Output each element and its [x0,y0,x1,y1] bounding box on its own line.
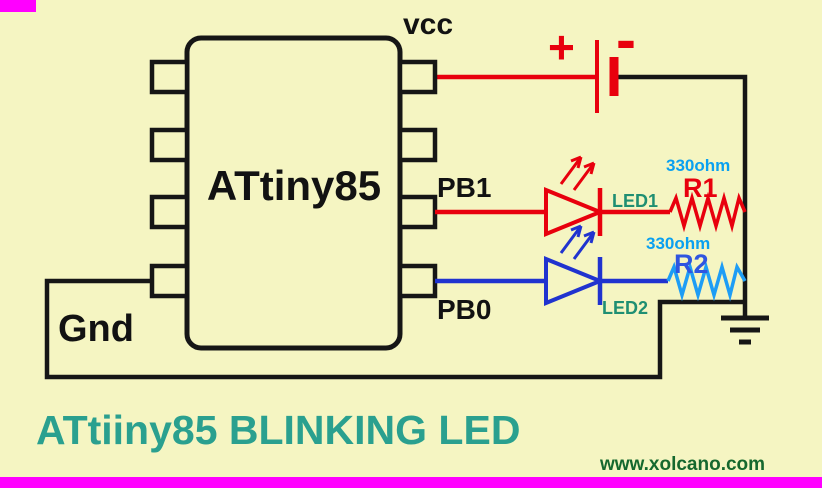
diagram-title: ATtiiny85 BLINKING LED [36,407,520,453]
battery-minus-label: - [616,6,636,73]
chip-pins [149,59,438,299]
website-label: www.xolcano.com [599,454,765,475]
pin-right-3-pb1 [397,194,438,230]
pin-right-4-pb0 [397,263,438,299]
led1-emission-arrow-2 [572,161,596,191]
led1-emission-arrow-1 [559,155,583,185]
battery-plus-label: + [548,21,575,73]
r1-value-label: 330ohm [666,156,730,175]
r2-resistor-zigzag [666,260,747,302]
led2-label: LED2 [602,298,648,318]
led1-branch [435,155,747,237]
led1-triangle [544,187,606,237]
led2-branch [435,224,747,306]
led2-symbol [544,224,606,306]
battery-symbol [595,40,619,113]
top-left-accent-bar [0,0,36,12]
pin-left-4-gnd [149,263,190,299]
vcc-pin-label: vcc [403,8,453,41]
pb1-pin-label: PB1 [437,172,491,203]
pin-right-1-vcc [397,59,438,95]
bottom-accent-bar [0,477,822,488]
attiny85-chip-body [184,35,403,351]
ground-symbol [721,302,769,345]
led2-emission-arrow-2 [572,230,596,260]
chip-label: ATtiny85 [207,162,381,209]
led2-emission-arrow-1 [559,224,583,254]
pin-left-1 [149,59,190,95]
pb0-pin-label: PB0 [437,294,491,325]
led1-symbol [544,155,606,237]
led1-label: LED1 [612,191,658,211]
ground-loop-wire [44,278,745,380]
right-rail-wire [613,74,748,302]
r1-name-label: R1 [683,173,718,203]
led2-triangle [544,256,606,306]
pin-left-3 [149,194,190,230]
gnd-pin-label: Gnd [58,308,134,350]
pin-left-2 [149,127,190,163]
r2-value-label: 330ohm [646,234,710,253]
pin-right-2 [397,127,438,163]
r1-resistor-zigzag [668,191,747,233]
r2-name-label: R2 [674,249,709,279]
